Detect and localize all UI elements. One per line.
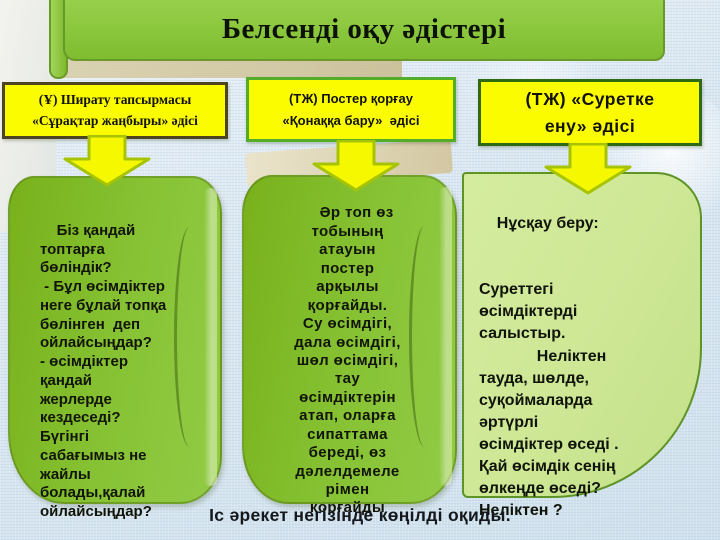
slide-title: Белсенді оқу әдістері <box>221 13 507 45</box>
down-arrow-icon <box>63 135 151 187</box>
content-box-grouping-questions: Біз қандай топтарға бөліндік? - Бұл өсім… <box>8 176 222 520</box>
background-photo-strip <box>62 60 402 78</box>
down-arrow-icon <box>544 143 632 195</box>
content-box-poster-defense: Әр топ өз тобының атауын постер арқылы қ… <box>242 175 457 516</box>
content-box-text: Біз қандай топтарға бөліндік? - Бұл өсім… <box>40 221 167 520</box>
slide-caption: Іс әрекет негізінде көңілді оқиды. <box>209 505 511 525</box>
down-arrow-icon <box>312 140 400 192</box>
callout-label: (Ұ) Ширату тапсырмасы «Сұрақтар жаңбыры»… <box>32 91 198 128</box>
callout-label: (ТЖ) «Суретке ену» әдісі <box>525 89 655 136</box>
content-box-text: Әр топ өз тобының атауын постер арқылы қ… <box>294 204 401 517</box>
slide-title-bar: Белсенді оқу әдістері <box>63 0 665 61</box>
content-box-text: Нұсқау беру: Суреттегі өсімдіктерді салы… <box>479 215 619 520</box>
callout-label: (ТЖ) Постер қорғау «Қонаққа бару» әдісі <box>282 91 420 128</box>
callout-shiratu-method: (Ұ) Ширату тапсырмасы «Сұрақтар жаңбыры»… <box>2 82 228 139</box>
callout-poster-method: (ТЖ) Постер қорғау «Қонаққа бару» әдісі <box>246 77 456 142</box>
content-box-instructions: Нұсқау беру: Суреттегі өсімдіктерді салы… <box>462 172 702 519</box>
callout-picture-method: (ТЖ) «Суретке ену» әдісі <box>478 79 702 146</box>
